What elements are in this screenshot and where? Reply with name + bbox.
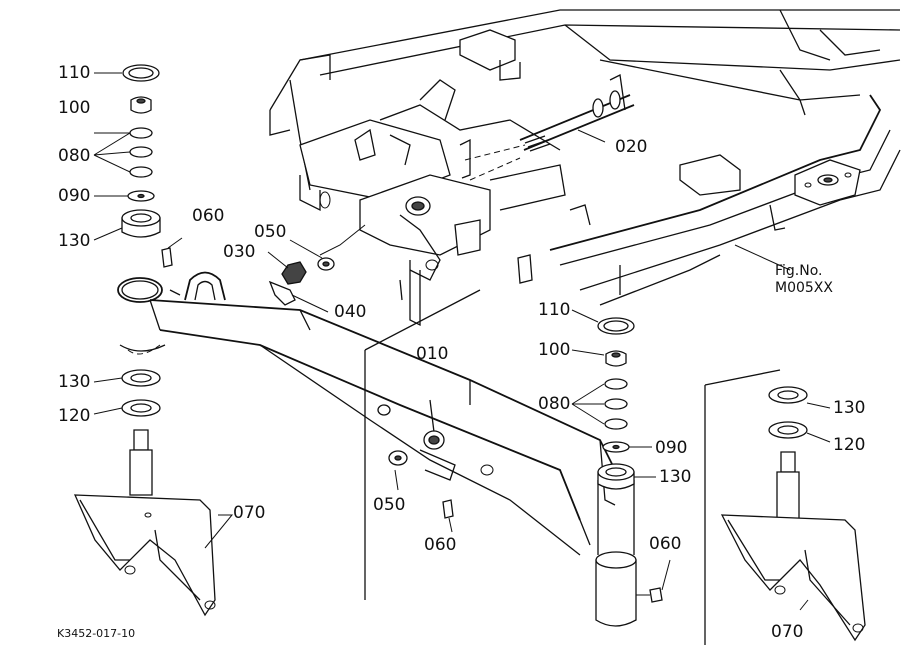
callout-090-middle: 090 (655, 438, 688, 458)
callout-120-bottom-left: 120 (58, 406, 91, 426)
callout-130-right: 130 (833, 398, 866, 418)
callout-130-bottom-left: 130 (58, 372, 91, 392)
callout-040: 040 (334, 302, 367, 322)
middle-parts-stack (388, 317, 635, 519)
figure-reference-line2: M005XX (775, 280, 833, 296)
spindle-tube (595, 480, 663, 627)
callout-050-top: 050 (254, 222, 287, 242)
main-frame (269, 9, 901, 327)
figure-reference-line1: Fig.No. (775, 263, 823, 279)
left-parts-stack (73, 64, 335, 617)
callout-060-bottom: 060 (424, 535, 457, 555)
callout-010: 010 (416, 344, 449, 364)
callout-110-top-left: 110 (58, 63, 91, 83)
callout-080-middle: 080 (538, 394, 571, 414)
callout-100-middle: 100 (538, 340, 571, 360)
axle-beam (119, 289, 781, 645)
right-parts-stack (720, 386, 866, 642)
callout-130-middle: 130 (659, 467, 692, 487)
callout-130-top-left: 130 (58, 231, 91, 251)
callout-070-right: 070 (771, 622, 804, 642)
callout-100-top-left: 100 (58, 98, 91, 118)
callout-050-bottom: 050 (373, 495, 406, 515)
callout-110-middle: 110 (538, 300, 571, 320)
callout-020: 020 (615, 137, 648, 157)
callout-030: 030 (223, 242, 256, 262)
callout-120-right: 120 (833, 435, 866, 455)
drawing-id: K3452-017-10 (57, 627, 136, 640)
leader-lines (93, 72, 831, 611)
callout-080-top-left: 080 (58, 146, 91, 166)
callout-060-top-left: 060 (192, 206, 225, 226)
callout-090-top-left: 090 (58, 186, 91, 206)
callout-070-left: 070 (233, 503, 266, 523)
callout-060-right: 060 (649, 534, 682, 554)
